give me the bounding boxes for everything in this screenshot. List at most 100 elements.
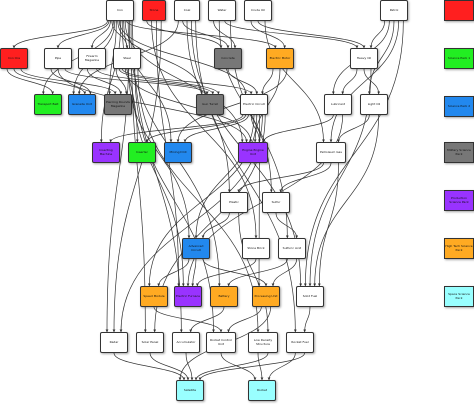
node-solidfuel: Solid Fuel (296, 286, 324, 307)
edge-electric-to-circuit (261, 68, 274, 95)
node-sulfuric: Sulfuric Acid (278, 238, 306, 259)
edge-iron-to-ironore (12, 20, 108, 49)
legend-swatch-purple: Production Science Pack (444, 190, 474, 211)
edge-lubricant-to-engineunit (262, 114, 334, 143)
edge-crude-to-petroleum (264, 20, 325, 143)
node-inserter: Inserting Machine (92, 142, 120, 163)
node-radar: Radar (100, 332, 128, 353)
edge-heavyoil-to-lubricant (341, 68, 358, 95)
edge-coal-to-rocketfuel (195, 20, 297, 333)
node-circuit: Electric Circuit (240, 94, 268, 115)
edge-advcircuit-to-processing (202, 258, 268, 287)
node-sulfur: Sulfur (262, 192, 290, 213)
edge-firearm-to-gunturret (96, 68, 215, 95)
edge-iron-to-firearm (90, 20, 111, 49)
edge-concrete-to-circuit (227, 68, 259, 95)
edge-petrol-to-lightoil (367, 20, 395, 95)
edge-pipe-to-gunturret (64, 68, 209, 95)
edge-stone-to-radar (112, 20, 162, 333)
edge-steel-to-electfurn (131, 68, 185, 287)
edge-ironore-to-piercing (20, 68, 117, 95)
edge-lowdensity-to-satellite (194, 352, 269, 381)
edge-iron-to-inserter2 (121, 20, 139, 143)
edge-coal-to-concrete (182, 20, 230, 49)
node-transport: Transport Belt (34, 94, 62, 115)
node-satellite: Satellite (176, 380, 204, 401)
node-crude: Crude Oil (244, 0, 272, 21)
edge-lightoil-to-petroleum (337, 114, 370, 143)
node-electfurn: Electric Furnace (174, 286, 202, 307)
node-rocketctl: Rocket Control Unit (206, 332, 236, 353)
edge-iron-to-mining (123, 20, 173, 143)
node-lowdensity: Low Density Structure (248, 332, 278, 353)
edge-iron-to-pipe (56, 20, 110, 49)
node-stonebrick: Stone Brick (242, 238, 270, 259)
edge-lowdensity-to-rocket (257, 352, 264, 381)
edge-rocketfuel-to-satellite (198, 352, 306, 381)
edge-rocketfuel-to-rocket (267, 352, 296, 381)
edge-circuit-to-inserter (109, 114, 244, 143)
edge-processing-to-rocketctl (227, 306, 262, 333)
node-coal: Coal (174, 0, 200, 21)
edge-heavyoil-to-lightoil (363, 68, 381, 95)
edge-petrol-to-petroleum (329, 20, 400, 143)
node-gunturret: Gun Turret (196, 94, 224, 115)
edge-stonebrick-to-electfurn (195, 258, 257, 287)
edge-pipe-to-engineunit (57, 68, 248, 143)
edge-firearm-to-piercing (86, 68, 123, 95)
node-ironore: Iron Ore (0, 48, 28, 69)
edge-advcircuit-to-electfurn (191, 258, 197, 287)
edge-petrol-to-solidfuel (303, 20, 404, 287)
edge-accum-to-satellite (185, 352, 194, 381)
edge-sulfuric-to-battery (227, 258, 288, 287)
edge-speedmod-to-rocketctl (153, 306, 223, 333)
node-steel: Steel (113, 48, 141, 69)
node-engineunit: Engine Engine Unit (238, 142, 268, 163)
node-firearm: Firearm Magazine (78, 48, 106, 69)
node-grenade: Grenade Unit (68, 94, 96, 115)
edge-rocketctl-to-rocket (220, 352, 257, 381)
legend-swatch-gray: Military Science Pack (444, 142, 474, 163)
edge-circuit-to-inserter2 (145, 114, 246, 143)
node-heavyoil: Heavy Oil (350, 48, 378, 69)
node-stone: Stone (142, 0, 166, 21)
node-rocket: Rocket (248, 380, 276, 401)
edge-steel-to-engineunit (125, 68, 253, 143)
node-advcircuit: Advanced Circuit (182, 238, 210, 259)
edge-iron-to-inserter (99, 20, 122, 143)
node-solar: Solar Panel (136, 332, 164, 353)
node-piercing: Piercing Rounds Magazine (104, 94, 132, 115)
edge-steel-to-piercing (115, 68, 128, 95)
node-lightoil: Light Oil (360, 94, 388, 115)
node-lubricant: Lubricant (324, 94, 352, 115)
edge-solidfuel-to-rocketfuel (303, 306, 311, 333)
node-mining: Mining Drill (164, 142, 192, 163)
edge-crude-to-electric (250, 20, 287, 49)
node-accum: Accumulator (172, 332, 200, 353)
node-petrol: Petrol (380, 0, 408, 21)
legend-swatch-orange: High Tech Science Pack (444, 238, 474, 259)
edge-battery-to-accum (189, 306, 225, 333)
node-processing: Processing Unit (252, 286, 280, 307)
edge-sulfur-to-sulfuric (275, 212, 299, 239)
edge-steel-to-gunturret (118, 68, 220, 95)
node-iron: Iron (106, 0, 134, 21)
legend-swatch-green: Science Pack 1 (444, 48, 474, 69)
edge-ironore-to-grenade (13, 68, 87, 95)
node-water: Water (208, 0, 236, 21)
node-inserter2: Inserter (128, 142, 156, 163)
edge-petroleum-to-solidfuel (317, 162, 339, 287)
node-electric: Electric Motor (266, 48, 294, 69)
edge-water-to-heavyoil (224, 20, 359, 49)
edge-crude-to-heavyoil (257, 20, 366, 49)
edge-stone-to-stonebrick (151, 20, 258, 239)
legend-swatch-blue: Science Pack 2 (444, 96, 474, 117)
edge-plastic-to-advcircuit (201, 212, 230, 239)
edge-petroleum-to-sulfur (279, 162, 332, 193)
edge-water-to-concrete (213, 20, 237, 49)
legend-swatch-red (444, 0, 474, 21)
edge-steel-to-rocketctl (134, 68, 215, 333)
edge-circuit-to-processing (257, 114, 261, 287)
edge-petrol-to-heavyoil (369, 20, 386, 49)
